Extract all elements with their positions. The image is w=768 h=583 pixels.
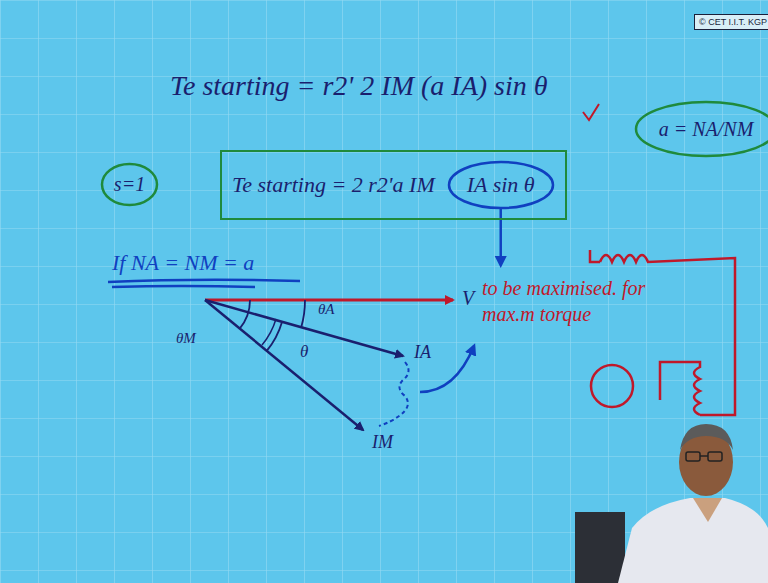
node-text: s=1 [114, 173, 145, 196]
node-text: a = NA/NM [659, 118, 754, 141]
copyright-box: © CET I.I.T. KGP [694, 14, 768, 30]
underline [108, 280, 300, 287]
angle-label: θM [176, 330, 196, 347]
maximise-note: to be maximised. for max.m torque [482, 275, 652, 327]
phasor-label: IA [414, 342, 431, 363]
slip-circle: s=1 [100, 162, 159, 207]
node-text: IA sin θ [467, 172, 535, 198]
node-text: © CET I.I.T. KGP [699, 17, 767, 27]
motor-sketch [583, 104, 735, 415]
ratio-circle: a = NA/NM [634, 100, 768, 158]
torque-formula-box: Te starting = 2 r2'a IM IA sin θ [220, 150, 567, 220]
angle-label: θ [300, 342, 308, 362]
angle-label: θA [318, 301, 335, 318]
condition-note: If NA = NM = a [112, 250, 254, 276]
highlight-ellipse: IA sin θ [447, 160, 555, 210]
pointer-line [499, 208, 502, 258]
phasor-label: V [462, 287, 474, 310]
torque-equation: Te starting = r2' 2 IM (a IA) sin θ [170, 70, 548, 102]
phasor-label: IM [372, 432, 393, 453]
lecturer [575, 424, 768, 583]
phasor-diagram [205, 300, 474, 430]
node-text: Te starting = 2 r2'a IM [232, 172, 435, 198]
pointer-head [495, 256, 507, 268]
